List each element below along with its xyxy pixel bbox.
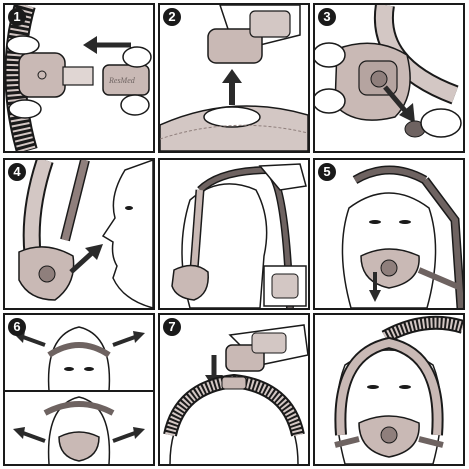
step-1-panel: 1 ResMed xyxy=(3,3,155,153)
step-7-panel: 7 xyxy=(158,313,310,466)
arrow-right-icon xyxy=(112,427,145,443)
step-1-badge: 1 xyxy=(8,8,26,26)
step-2-illustration xyxy=(160,5,308,151)
step-5-panel: 5 xyxy=(313,158,465,310)
arrow-up-icon xyxy=(222,69,242,105)
step-5-badge: 5 xyxy=(318,163,336,181)
step-6-badge: 6 xyxy=(8,318,26,336)
step-4-panel: 4 xyxy=(3,158,155,310)
arrow-diagonal-icon xyxy=(383,85,415,123)
step-3-panel: 3 xyxy=(313,3,465,153)
step-3-badge: 3 xyxy=(318,8,336,26)
arrow-right-icon xyxy=(112,331,145,347)
step-2-panel: 2 xyxy=(158,3,310,153)
arrow-diagonal-icon xyxy=(69,244,103,274)
step-6-panel: 6 xyxy=(3,313,155,466)
step-7-illustration xyxy=(163,324,308,464)
headgear-side-illustration xyxy=(171,163,307,308)
step-4-illustration xyxy=(18,160,153,308)
arrow-down-icon xyxy=(369,272,381,302)
final-fit-illustration xyxy=(334,315,463,464)
arrow-left-icon xyxy=(13,427,46,443)
step-2-badge: 2 xyxy=(163,8,181,26)
step-7-badge: 7 xyxy=(163,318,181,336)
arrow-left-icon xyxy=(83,36,131,54)
step-5-illustration xyxy=(341,165,463,308)
step-headgear-panel xyxy=(158,158,310,310)
step-4-badge: 4 xyxy=(8,163,26,181)
step-3-illustration xyxy=(315,5,462,138)
step-1-illustration: ResMed xyxy=(5,5,152,151)
brand-label: ResMed xyxy=(108,76,136,85)
step-6-illustration xyxy=(5,326,153,464)
step-final-panel xyxy=(313,313,465,466)
